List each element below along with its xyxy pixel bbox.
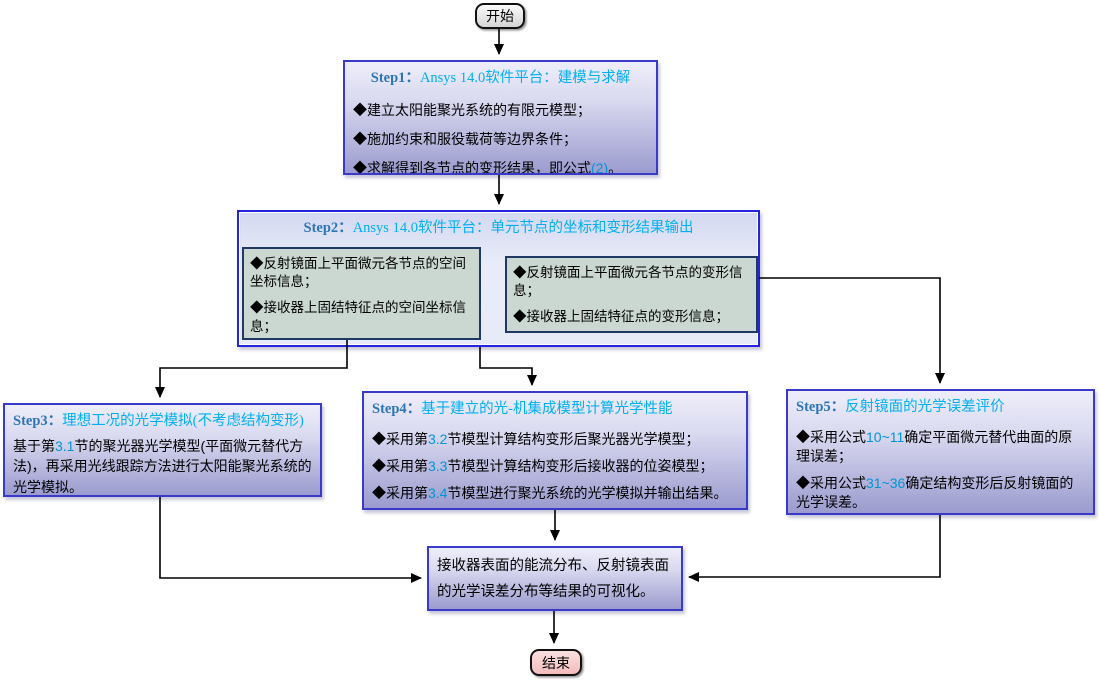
step5-items: ◆采用公式10~11确定平面微元替代曲面的原理误差；◆采用公式31~36确定结构… (788, 418, 1093, 512)
text-segment: 节的聚光器光学模型(平面微元替代方法)，再采用光线跟踪方法进行太阳能聚光系统的光… (13, 438, 312, 495)
inline-number: (2) (591, 159, 609, 175)
visualization-output-box: 接收器表面的能流分布、反射镜表面的光学误差分布等结果的可视化。 (427, 546, 683, 611)
text-line: ◆求解得到各节点的变形结果，即公式(2)。 (353, 159, 648, 175)
step2-title-text: Ansys 14.0软件平台：单元节点的坐标和变形结果输出 (352, 220, 694, 236)
text-segment: ◆采用公式 (796, 429, 866, 445)
step2-title: Step2：Ansys 14.0软件平台：单元节点的坐标和变形结果输出 (239, 212, 758, 239)
step1-label: Step1： (370, 70, 420, 86)
text-segment: 节模型计算结构变形后接收器的位姿模型； (447, 457, 714, 474)
step4-box: Step4：基于建立的光-机集成模型计算光学性能 ◆采用第3.2节模型计算结构变… (362, 391, 748, 510)
inline-number: 3.1 (55, 438, 75, 454)
step3-title-text: 理想工况的光学模拟(不考虑结构变形) (62, 413, 304, 429)
text-line: ◆反射镜面上平面微元各节点的空间坐标信息； (250, 255, 473, 291)
step3-title: Step3：理想工况的光学模拟(不考虑结构变形) (5, 405, 320, 432)
step4-label: Step4： (372, 401, 422, 417)
step5-title-text: 反射镜面的光学误差评价 (845, 399, 1005, 415)
text-segment: ◆采用公式 (796, 474, 866, 491)
text-line: ◆采用第3.2节模型计算结构变形后聚光器光学模型； (372, 430, 738, 449)
start-node: 开始 (475, 3, 525, 29)
step5-title: Step5：反射镜面的光学误差评价 (788, 391, 1093, 418)
text-segment: 节模型计算结构变形后聚光器光学模型； (447, 431, 700, 447)
text-segment: 基于第 (13, 438, 55, 454)
step3-body: 基于第3.1节的聚光器光学模型(平面微元替代方法)，再采用光线跟踪方法进行太阳能… (5, 432, 320, 495)
step4-items: ◆采用第3.2节模型计算结构变形后聚光器光学模型；◆采用第3.3节模型计算结构变… (364, 420, 746, 503)
edge-step2-to-step3 (155, 340, 348, 398)
text-segment: 确定结构变形后反射镜面的光学误差。 (796, 474, 1074, 510)
text-segment: ◆建立太阳能聚光系统的有限元模型； (353, 102, 591, 118)
text-line: ◆采用公式10~11确定平面微元替代曲面的原理误差； (796, 428, 1085, 466)
step3-label: Step3： (13, 413, 63, 429)
inline-number: 10~11 (866, 429, 905, 445)
text-line: 基于第3.1节的聚光器光学模型(平面微元替代方法)，再采用光线跟踪方法进行太阳能… (13, 436, 312, 495)
step2-coordinates-subbox: ◆反射镜面上平面微元各节点的空间坐标信息； ◆接收器上固结特征点的空间坐标信息； (242, 247, 481, 340)
text-segment: ◆接收器上固结特征点的空间坐标信息； (250, 300, 466, 334)
text-segment: 。 (608, 159, 623, 175)
text-line: ◆施加约束和服役载荷等边界条件； (353, 130, 648, 149)
text-line: ◆采用公式31~36确定结构变形后反射镜面的光学误差。 (796, 474, 1085, 512)
step4-title-text: 基于建立的光-机集成模型计算光学性能 (421, 401, 673, 417)
step2-box: Step2：Ansys 14.0软件平台：单元节点的坐标和变形结果输出 ◆反射镜… (237, 210, 760, 347)
text-line: ◆采用第3.3节模型计算结构变形后接收器的位姿模型； (372, 457, 738, 476)
text-segment: 确定平面微元替代曲面的原理误差； (796, 429, 1073, 464)
step3-box: Step3：理想工况的光学模拟(不考虑结构变形) 基于第3.1节的聚光器光学模型… (3, 403, 322, 497)
inline-number: 3.3 (428, 457, 448, 474)
inline-number: 3.2 (428, 431, 448, 447)
inline-number: 3.4 (428, 484, 448, 501)
text-segment: ◆采用第 (372, 484, 428, 501)
step1-title: Step1：Ansys 14.0软件平台：建模与求解 (345, 62, 656, 89)
step4-title: Step4：基于建立的光-机集成模型计算光学性能 (364, 393, 746, 420)
text-line: ◆建立太阳能聚光系统的有限元模型； (353, 101, 648, 120)
text-segment: ◆采用第 (372, 457, 428, 474)
step5-label: Step5： (796, 399, 846, 415)
end-node: 结束 (530, 649, 582, 676)
text-line: ◆接收器上固结特征点的变形信息； (513, 308, 750, 326)
step5-box: Step5：反射镜面的光学误差评价 ◆采用公式10~11确定平面微元替代曲面的原… (786, 389, 1095, 515)
text-segment: 节模型进行聚光系统的光学模拟并输出结果。 (447, 484, 728, 501)
text-segment: ◆反射镜面上平面微元各节点的变形信息； (513, 265, 743, 299)
text-segment: ◆采用第 (372, 431, 428, 447)
step1-title-text: Ansys 14.0软件平台：建模与求解 (419, 70, 631, 86)
text-segment: ◆反射镜面上平面微元各节点的空间坐标信息； (250, 256, 466, 290)
edge-step2-to-step4 (479, 347, 537, 386)
text-segment: ◆求解得到各节点的变形结果，即公式 (353, 159, 591, 175)
step2-label: Step2： (303, 220, 353, 236)
end-label: 结束 (542, 654, 570, 671)
edge-step2-to-step5 (759, 277, 945, 384)
text-segment: ◆施加约束和服役载荷等边界条件； (353, 130, 577, 147)
edge-step5-to-output (688, 515, 941, 582)
start-label: 开始 (486, 8, 514, 24)
text-line: ◆接收器上固结特征点的空间坐标信息； (250, 299, 473, 335)
visualization-output-text: 接收器表面的能流分布、反射镜表面的光学误差分布等结果的可视化。 (437, 558, 669, 600)
text-line: ◆反射镜面上平面微元各节点的变形信息； (513, 264, 750, 300)
inline-number: 31~36 (866, 474, 906, 491)
step1-box: Step1：Ansys 14.0软件平台：建模与求解 ◆建立太阳能聚光系统的有限… (343, 60, 658, 175)
step1-items: ◆建立太阳能聚光系统的有限元模型； ◆施加约束和服役载荷等边界条件； ◆求解得到各节… (345, 89, 656, 175)
text-segment: ◆接收器上固结特征点的变形信息； (513, 309, 729, 325)
text-line: ◆采用第3.4节模型进行聚光系统的光学模拟并输出结果。 (372, 484, 738, 503)
step2-deformation-subbox: ◆反射镜面上平面微元各节点的变形信息； ◆接收器上固结特征点的变形信息； (505, 256, 758, 333)
